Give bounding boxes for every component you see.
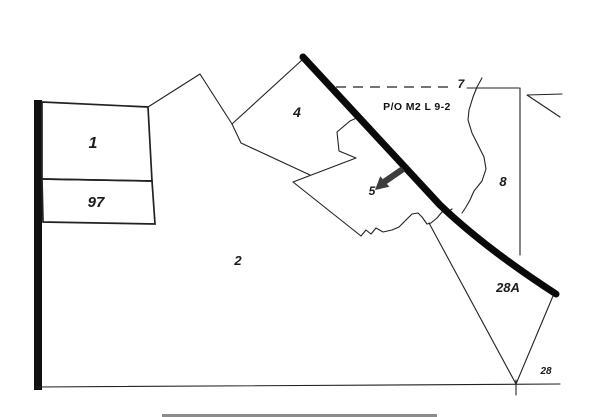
parcel-label-28a: 28A [495, 280, 520, 295]
parcel-28a-west-edge [428, 222, 517, 385]
parcel-label-5: 5 [369, 184, 376, 198]
parcel-label-2: 2 [233, 253, 242, 268]
stream-line [461, 77, 487, 214]
parcel-4-northwest-edge [231, 59, 303, 125]
shoreline-line [360, 208, 453, 237]
plat-note-label: P/O M2 L 9-2 [383, 101, 451, 113]
parcel-5-pointer-arrow-icon [375, 166, 406, 190]
road-line [299, 53, 560, 298]
parcel-28a-east-edge [515, 295, 554, 385]
parcel-4-5-step-boundary [292, 115, 362, 237]
parcel-2-north-boundary [147, 73, 311, 176]
parcel-label-8: 8 [499, 174, 507, 189]
parcel-label-28: 28 [539, 366, 552, 377]
parcel-label-7: 7 [458, 77, 466, 91]
parcel-label-1: 1 [89, 135, 98, 152]
northeast-corner-lines [526, 93, 563, 118]
south-boundary-line [35, 383, 561, 388]
parcel-97-outline [41, 178, 156, 225]
parcel-label-97: 97 [88, 194, 105, 211]
left-road-strip [34, 100, 42, 390]
bottom-border-bar [162, 414, 437, 417]
parcel-label-4: 4 [292, 104, 301, 120]
